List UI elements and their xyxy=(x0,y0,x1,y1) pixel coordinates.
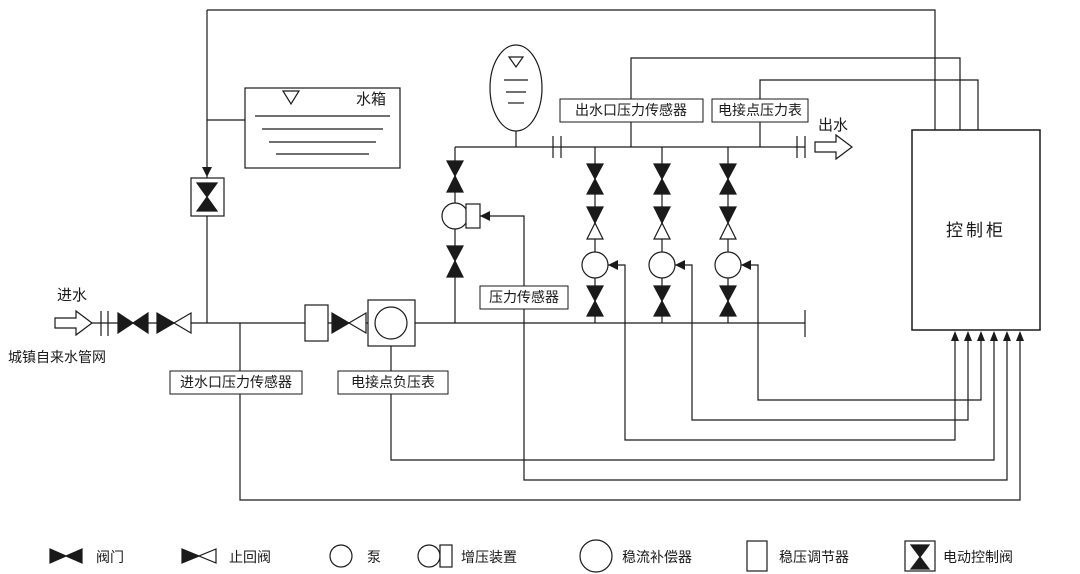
arrow-to-electric-valve xyxy=(202,167,212,177)
pressure-sensor-device-icon xyxy=(465,203,481,229)
control-cabinet-label: 控制柜 xyxy=(946,221,1006,240)
inlet-valve-icon xyxy=(117,311,149,335)
branch1-valve-bottom-icon xyxy=(586,285,604,303)
outlet-pressure-sensor-label-box xyxy=(559,98,704,123)
vacuum-gauge-label-box xyxy=(337,370,449,395)
booster-valve-bottom-icon xyxy=(446,245,464,263)
branch1-valve-top-icon xyxy=(586,163,604,181)
pressure-regulator-icon xyxy=(304,304,329,342)
main-check-valve-icon xyxy=(331,311,367,335)
outlet-pressure-sensor-label: 出水口压力传感器 xyxy=(575,102,687,118)
branch2-valve-bottom-icon xyxy=(653,285,671,303)
arrow-into-cabinet-2 xyxy=(964,331,972,341)
booster-branch xyxy=(441,160,481,278)
signal-line-inlet-pressure-sensor xyxy=(239,323,1021,501)
signal-line-outlet-pressure-sensor xyxy=(630,57,961,130)
boxed-labels xyxy=(169,98,809,395)
branch2-valve-top-icon xyxy=(653,163,671,181)
arrow-to-pump-3 xyxy=(741,260,751,270)
arrow-into-cabinet-3 xyxy=(977,331,985,341)
legend-pump-label: 泵 xyxy=(367,549,381,565)
inlet-pressure-sensor-label-box xyxy=(169,370,303,395)
pump-3-icon xyxy=(714,251,742,279)
legend-regulator-label: 稳压调节器 xyxy=(779,549,849,565)
pressure-sensor-label-box xyxy=(479,285,569,310)
pump-icon xyxy=(329,544,353,568)
control-cabinet xyxy=(911,129,1041,331)
booster-device-icon xyxy=(417,544,453,568)
control-signal-electric-valve xyxy=(207,9,936,130)
pressure-sensor-label: 压力传感器 xyxy=(489,289,559,305)
inlet-label: 进水 xyxy=(57,287,87,304)
control-line-pump-1 xyxy=(608,264,956,441)
pump-branch-3 xyxy=(714,163,742,317)
legend-valve-label: 阀门 xyxy=(96,549,124,565)
tank-label: 水箱 xyxy=(356,91,386,108)
branch3-valve-top-icon xyxy=(719,163,737,181)
pump-1-icon xyxy=(581,251,609,279)
check-valve-icon xyxy=(181,548,217,564)
valve-icon xyxy=(49,548,83,564)
pressure-regulator-legend-icon xyxy=(746,540,768,572)
arrow-into-cabinet-5 xyxy=(1003,331,1011,341)
inlet-flow-arrow-icon xyxy=(54,309,93,337)
contact-pressure-gauge-label: 电接点压力表 xyxy=(718,102,802,118)
branch2-check-valve-icon xyxy=(653,206,671,225)
steady-flow-compensator-legend-icon xyxy=(579,539,613,573)
legend-electric-valve-label: 电动控制阀 xyxy=(943,549,1013,565)
pump-2-icon xyxy=(648,251,676,279)
electric-control-valve-legend-icon xyxy=(904,540,936,572)
signal-line-pressure-sensor xyxy=(480,215,1008,481)
arrowheads xyxy=(202,167,1024,341)
legend-compensator-label: 稳流补偿器 xyxy=(622,549,692,565)
branch1-check-valve-icon xyxy=(586,206,604,225)
contact-pressure-gauge-label-box xyxy=(711,98,809,123)
pipe-ticks xyxy=(100,136,806,337)
control-line-pump-2 xyxy=(675,264,969,421)
legend-check-valve-label: 止回阀 xyxy=(229,549,271,565)
vacuum-gauge-label: 电接点负压表 xyxy=(351,374,435,390)
arrow-to-pump-1 xyxy=(608,260,618,270)
equipment xyxy=(54,44,1041,347)
branch3-check-valve-icon xyxy=(719,206,737,225)
vacuum-gauge-icon xyxy=(367,299,416,347)
water-tank xyxy=(244,87,401,169)
legend-booster-label: 增压装置 xyxy=(461,549,517,565)
arrow-into-cabinet-1 xyxy=(951,331,959,341)
booster-valve-top-icon xyxy=(446,160,464,178)
arrow-to-pump-2 xyxy=(675,260,685,270)
water-level-symbol xyxy=(507,56,525,69)
arrow-into-cabinet-4 xyxy=(990,331,998,341)
electric-control-valve-icon xyxy=(190,177,225,217)
arrow-to-pressure-sensor xyxy=(480,211,490,221)
outlet-label: 出水 xyxy=(818,117,848,134)
pipe-lines xyxy=(92,9,1021,501)
inlet-check-valve-icon xyxy=(156,311,192,335)
control-line-pump-3 xyxy=(741,264,982,401)
water-level-symbol xyxy=(281,90,301,106)
pump-branch-2 xyxy=(648,163,676,317)
steady-flow-compensator-icon xyxy=(489,44,543,132)
arrow-into-cabinet-6 xyxy=(1016,331,1024,341)
booster-pump-icon xyxy=(441,202,469,230)
inlet-source-label: 城镇自来水管网 xyxy=(8,349,106,365)
branch3-valve-bottom-icon xyxy=(719,285,737,303)
legend: 阀门 止回阀 泵 增压装置 稳流补偿器 稳压调节器 电动控制阀 xyxy=(49,539,1013,573)
outlet-flow-arrow-icon xyxy=(814,133,853,161)
signal-line-contact-pressure-gauge xyxy=(759,79,979,130)
labels: 进水 城镇自来水管网 水箱 出水 控制柜 压力传感器 出水口压力传感器 电接点压… xyxy=(8,91,1006,395)
signal-line-vacuum-gauge xyxy=(390,341,995,461)
inlet-pressure-sensor-label: 进水口压力传感器 xyxy=(180,374,292,390)
